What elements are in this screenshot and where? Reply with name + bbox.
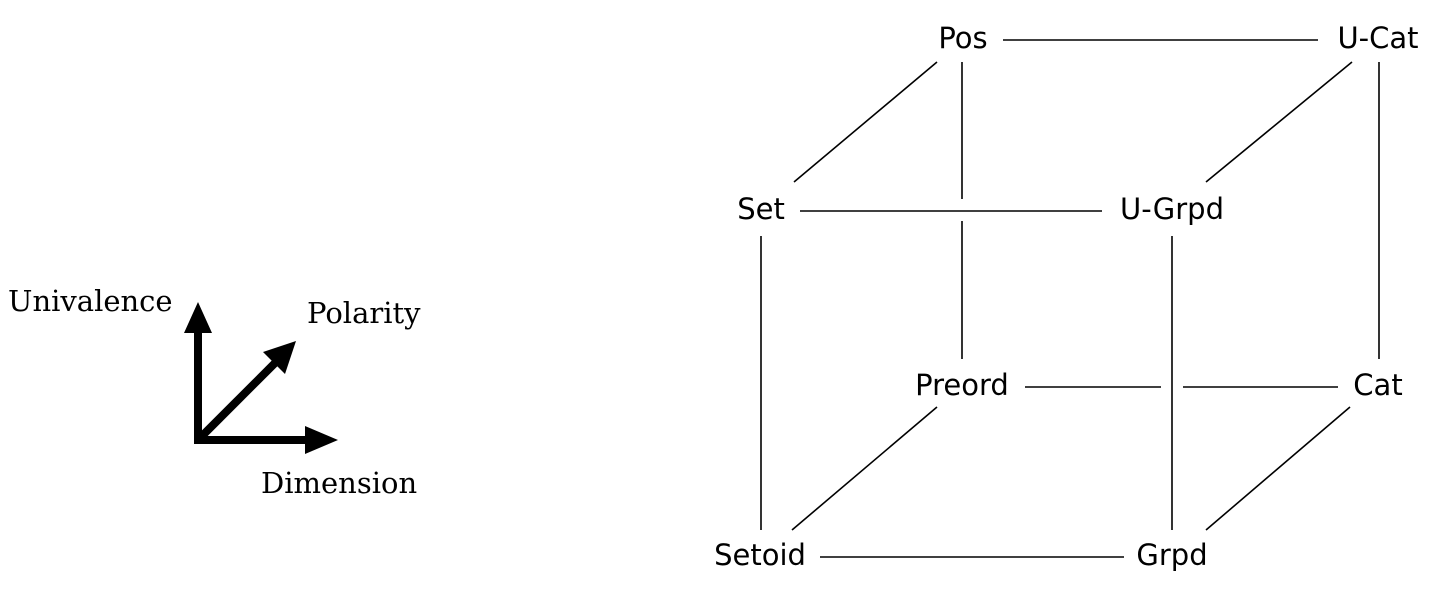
univalence-axis-arrowhead <box>184 302 212 333</box>
node-preord: Preord <box>915 368 1009 402</box>
polarity-axis-arrowhead <box>263 341 296 374</box>
node-set: Set <box>737 192 785 226</box>
edge-preord-setoid <box>791 406 938 531</box>
cube-nodes: Pos U-Cat Set U-Grpd Preord Cat Setoid G… <box>714 21 1418 572</box>
node-grpd: Grpd <box>1136 538 1207 572</box>
cube-edges <box>760 39 1380 558</box>
polarity-axis-shaft <box>195 359 279 443</box>
polarity-axis-label: Polarity <box>307 296 421 330</box>
axes-legend: Univalence Polarity Dimension <box>8 284 421 500</box>
node-cat: Cat <box>1353 368 1402 402</box>
edge-pos-set <box>793 61 938 183</box>
dimension-axis-arrowhead <box>305 426 338 454</box>
node-u-cat: U-Cat <box>1337 21 1418 55</box>
node-pos: Pos <box>938 21 987 55</box>
edge-ucat-ugrpd <box>1205 61 1353 183</box>
node-u-grpd: U-Grpd <box>1120 192 1224 226</box>
dimension-axis-label: Dimension <box>261 466 417 500</box>
node-setoid: Setoid <box>714 538 806 572</box>
edge-cat-grpd <box>1205 406 1351 531</box>
univalence-axis-label: Univalence <box>8 284 173 318</box>
